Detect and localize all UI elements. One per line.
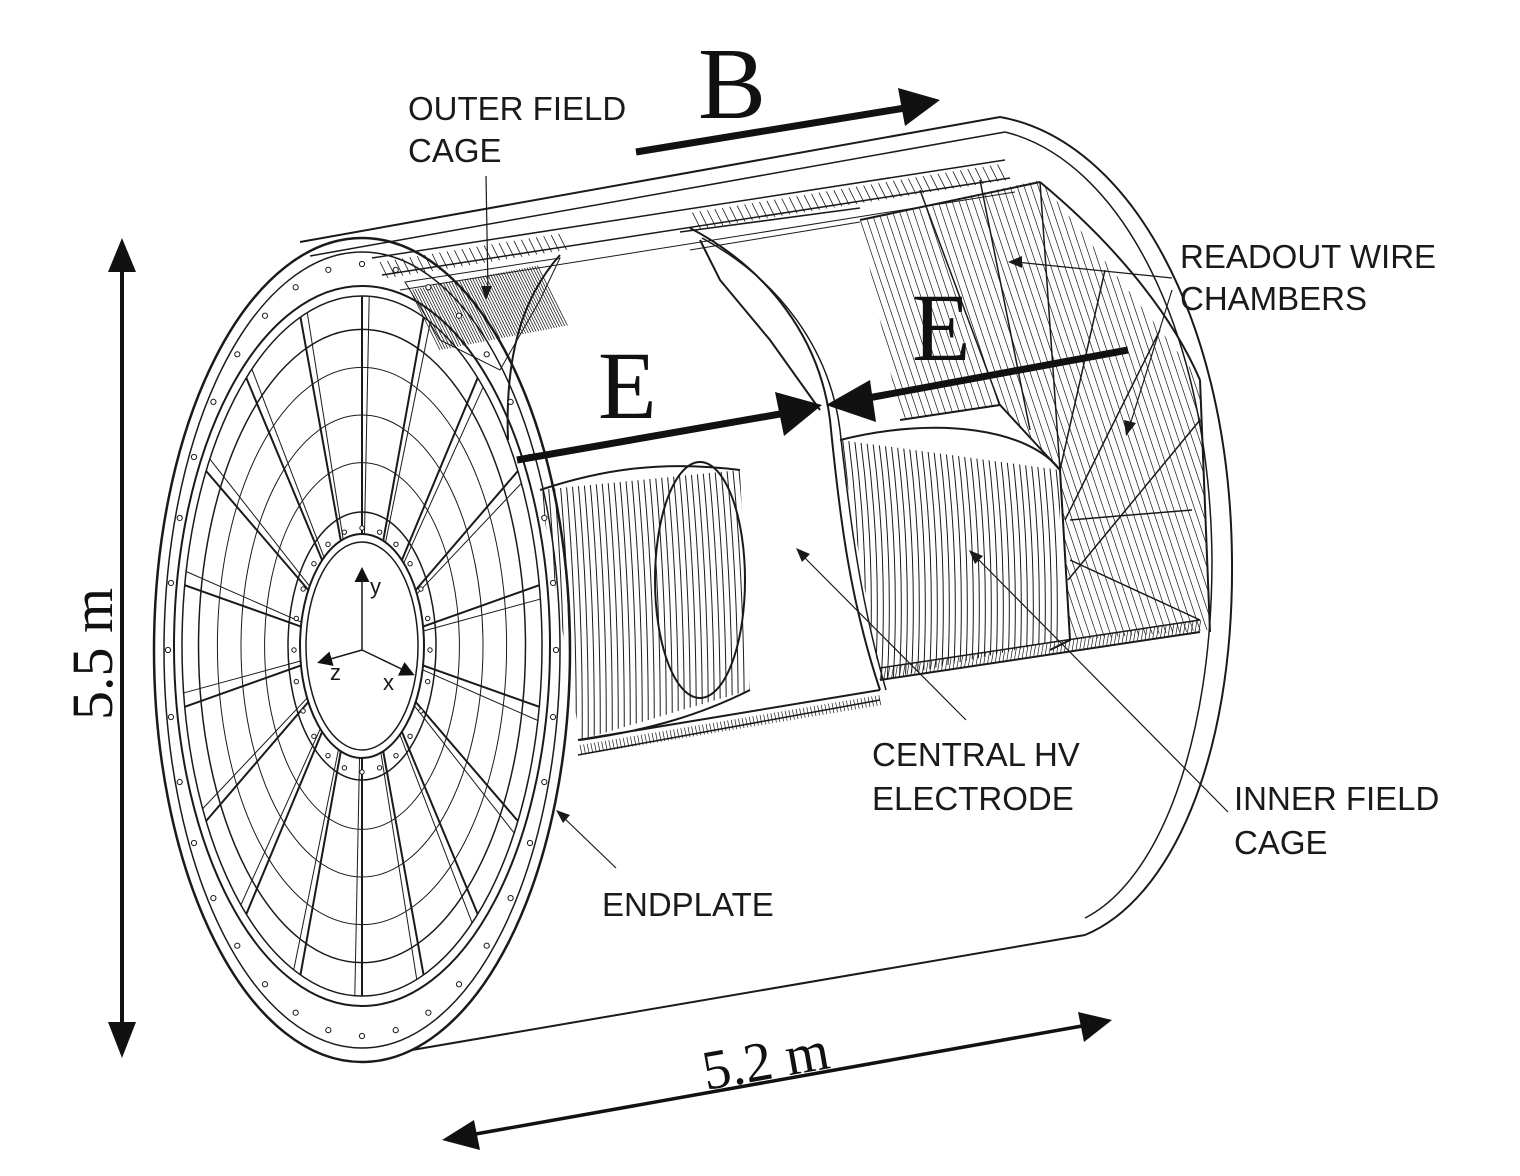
label-central-hv-line2: ELECTRODE [872, 780, 1074, 817]
label-outer-field-cage: OUTER FIELD CAGE [408, 90, 626, 169]
leader-outer-field-cage [485, 175, 489, 291]
leader-inner-field-cage [974, 555, 1229, 813]
inner-field-cage-right [839, 426, 1202, 681]
magnetic-field-symbol: B [698, 28, 766, 141]
label-readout-line2: CHAMBERS [1180, 280, 1367, 317]
electric-field-symbol-left: E [598, 332, 657, 439]
leader-inner-field-cage-head [969, 550, 983, 564]
leader-central-hv [801, 554, 967, 721]
leader-readout-1 [1015, 261, 1173, 279]
diameter-dimension: 5.5 m [60, 238, 136, 1058]
leader-central-hv-head [796, 548, 810, 562]
leader-readout-2-head [1124, 420, 1136, 436]
axis-label-y: y [370, 574, 381, 599]
axis-label-x: x [383, 670, 394, 695]
label-inner-field-cage: INNER FIELD CAGE [1234, 780, 1439, 861]
length-dimension: 5.2 m [442, 1012, 1112, 1150]
label-outer-field-cage-line1: OUTER FIELD [408, 90, 626, 127]
central-hv-electrode [506, 227, 887, 691]
coordinate-axes: y x z [317, 567, 415, 695]
readout-chambers-frame [859, 179, 1211, 651]
label-central-hv-electrode: CENTRAL HV ELECTRODE [872, 736, 1080, 817]
axis-label-z: z [330, 660, 341, 685]
label-endplate: ENDPLATE [602, 886, 774, 923]
diameter-label: 5.5 m [60, 588, 125, 720]
leader-outer-field-cage-head [481, 286, 492, 300]
label-outer-field-cage-line2: CAGE [408, 132, 502, 169]
leader-lines [481, 175, 1229, 869]
leader-readout-1-head [1008, 256, 1022, 268]
leader-endplate [561, 815, 617, 869]
leader-endplate-head [556, 810, 570, 823]
electric-field-arrow-left: E [516, 332, 822, 464]
length-label: 5.2 m [697, 1020, 833, 1103]
label-inner-field-cage-line2: CAGE [1234, 824, 1328, 861]
inner-field-cage-left [539, 461, 882, 756]
label-inner-field-cage-line1: INNER FIELD [1234, 780, 1439, 817]
magnetic-field-arrow: B [635, 28, 940, 156]
label-readout-line1: READOUT WIRE [1180, 238, 1436, 275]
label-central-hv-line1: CENTRAL HV [872, 736, 1080, 773]
electric-field-arrow-right: E [826, 274, 1129, 422]
endplate [152, 236, 572, 1064]
label-readout-wire-chambers: READOUT WIRE CHAMBERS [1180, 238, 1436, 317]
outer-cylinder [299, 116, 1234, 1051]
leader-readout-2 [1129, 289, 1173, 426]
electric-field-symbol-right: E [912, 274, 971, 381]
